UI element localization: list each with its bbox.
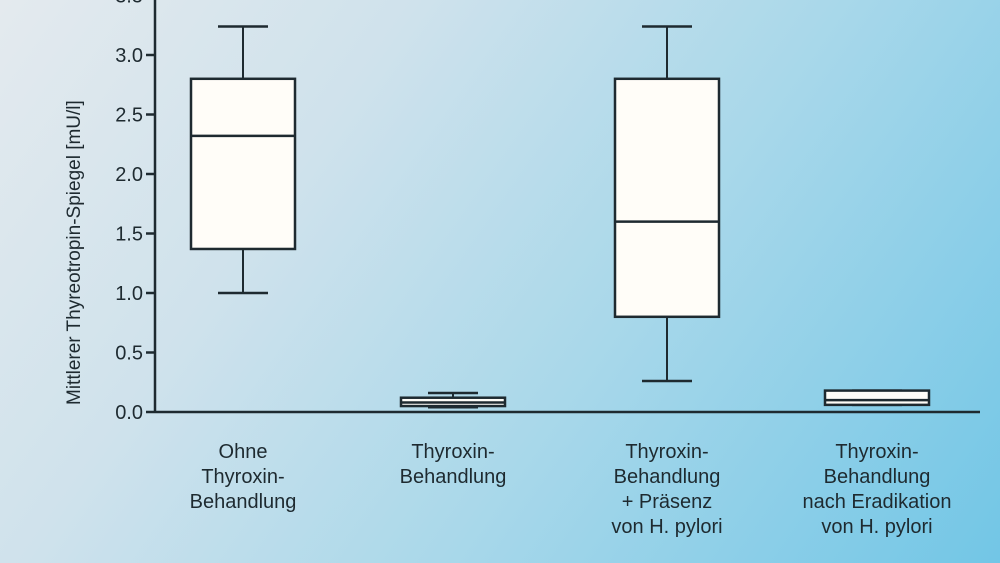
category-label-line: nach Eradikation xyxy=(803,491,952,513)
iqr-box xyxy=(823,389,931,407)
iqr-box xyxy=(189,77,297,251)
category-label-line: Behandlung xyxy=(824,466,931,488)
category-label: Thyroxin- Behandlung nach Eradikation von H… xyxy=(803,441,952,538)
category-label-line: Behandlung xyxy=(400,466,507,488)
category-label-line: Behandlung xyxy=(190,491,297,513)
box-3 xyxy=(613,25,721,383)
y-axis: 0.0 0.5 1.0 1.5 2.0 2.5 3.0 3.5 xyxy=(115,0,157,424)
category-label-line: von H. pylori xyxy=(611,516,722,538)
category-label-line: Thyroxin- xyxy=(625,441,708,463)
category-label-line: Thyroxin- xyxy=(411,441,494,463)
category-label-line: Thyroxin- xyxy=(201,466,284,488)
category-label-line: Behandlung xyxy=(614,466,721,488)
y-tick-label: 0.5 xyxy=(115,343,143,365)
category-label-line: von H. pylori xyxy=(821,516,932,538)
iqr-box xyxy=(613,77,721,319)
boxes xyxy=(189,25,931,409)
y-tick-label: 1.5 xyxy=(115,224,143,246)
y-tick-label: 2.0 xyxy=(115,164,143,186)
category-label-line: Thyroxin- xyxy=(835,441,918,463)
category-label: Thyroxin- Behandlung xyxy=(400,441,507,488)
category-label: Thyroxin- Behandlung + Präsenz von H. pylor… xyxy=(611,441,722,538)
y-axis-title: Mittlerer Thyreotropin-Spiegel [mU/l] xyxy=(64,100,85,405)
y-tick-label: 3.0 xyxy=(115,45,143,67)
box-1 xyxy=(189,25,297,295)
box-2 xyxy=(399,391,507,409)
y-tick-label: 3.5 xyxy=(115,0,143,8)
y-tick-label: 1.0 xyxy=(115,283,143,305)
y-tick-label: 2.5 xyxy=(115,105,143,127)
box-4 xyxy=(823,389,931,407)
y-tick-label: 0.0 xyxy=(115,402,143,424)
category-label-line: + Präsenz xyxy=(622,491,713,513)
category-label-line: Ohne xyxy=(219,441,268,463)
